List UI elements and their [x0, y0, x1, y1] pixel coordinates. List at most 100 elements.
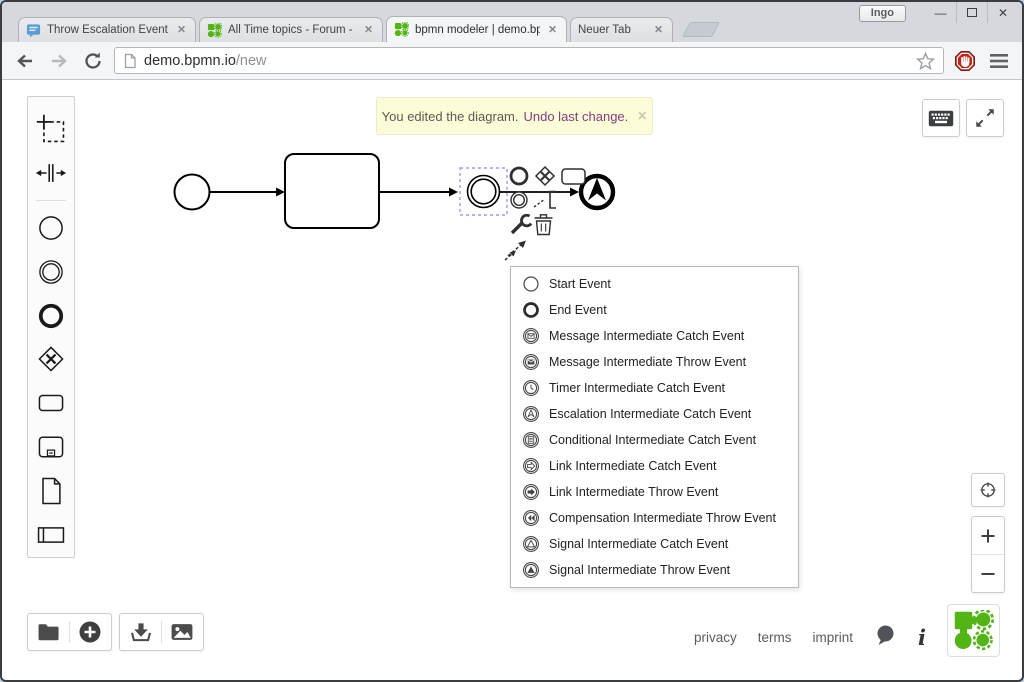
privacy-link[interactable]: privacy: [694, 629, 737, 645]
zoom-out-button[interactable]: [972, 555, 1004, 592]
bookmark-star-icon[interactable]: [916, 51, 935, 70]
refresh-button[interactable]: [80, 48, 106, 74]
selection-outline: [459, 167, 508, 216]
pad-append-end-event[interactable]: [509, 166, 529, 186]
stop-hand-icon: [955, 50, 975, 71]
tab-close-icon[interactable]: ✕: [364, 24, 373, 36]
download-bpmn-button[interactable]: [120, 614, 161, 650]
adblock-extension-button[interactable]: [952, 48, 978, 74]
hamburger-icon: [990, 53, 1008, 68]
pad-delete-trash-icon[interactable]: [534, 214, 553, 236]
pad-wrench-icon[interactable]: [510, 213, 533, 235]
export-image-button[interactable]: [162, 614, 203, 650]
menu-item-link-catch[interactable]: Link Intermediate Catch Event: [511, 453, 798, 479]
palette-separator: [36, 199, 66, 201]
feedback-bubble-icon: [877, 625, 894, 645]
pad-text-annotation[interactable]: [533, 190, 556, 209]
footer: privacy terms imprint i: [694, 620, 926, 654]
tab-close-icon[interactable]: ✕: [548, 23, 557, 36]
undo-link[interactable]: Undo last change.: [523, 108, 629, 124]
pad-connect-tool-icon[interactable]: [504, 240, 526, 261]
element-palette: [27, 96, 75, 558]
tab-title: bpmn modeler | demo.bp: [415, 23, 540, 36]
folder-icon: [38, 624, 59, 641]
menu-item-message-catch[interactable]: Message Intermediate Catch Event: [511, 323, 798, 349]
bpmn-icon: [394, 22, 409, 37]
maximize-button[interactable]: [956, 2, 987, 23]
browser-toolbar: demo.bpmn.io/new: [2, 42, 1022, 80]
space-tool[interactable]: [34, 156, 68, 190]
url-path: /new: [235, 52, 267, 69]
address-bar[interactable]: demo.bpmn.io/new: [114, 47, 944, 74]
create-end-event[interactable]: [34, 299, 68, 333]
message-throw-icon: [523, 354, 539, 370]
tab-close-icon[interactable]: ✕: [654, 24, 663, 36]
edit-notification: You edited the diagram. Undo last change…: [376, 97, 653, 135]
lasso-tool[interactable]: [34, 112, 68, 146]
menu-item-label: Signal Intermediate Catch Event: [549, 537, 729, 551]
create-intermediate-event[interactable]: [34, 255, 68, 289]
image-icon: [172, 624, 193, 640]
tab-title: All Time topics - Forum -: [228, 24, 353, 36]
zoom-in-button[interactable]: [972, 517, 1004, 554]
info-icon[interactable]: i: [918, 624, 927, 650]
menu-item-signal-throw[interactable]: Signal Intermediate Throw Event: [511, 557, 798, 583]
feedback-button[interactable]: [874, 624, 897, 651]
create-new-button[interactable]: [70, 614, 111, 650]
menu-item-message-throw[interactable]: Message Intermediate Throw Event: [511, 349, 798, 375]
reset-origin-button[interactable]: [971, 473, 1005, 507]
menu-item-signal-catch[interactable]: Signal Intermediate Catch Event: [511, 531, 798, 557]
create-task[interactable]: [34, 386, 68, 420]
bpmn-canvas[interactable]: You edited the diagram. Undo last change…: [2, 80, 1022, 679]
profile-button[interactable]: Ingo: [858, 5, 906, 22]
fullscreen-button[interactable]: [966, 99, 1004, 137]
back-button[interactable]: [12, 48, 38, 74]
tab-neuer-tab[interactable]: Neuer Tab ✕: [570, 17, 673, 42]
menu-item-end-event[interactable]: End Event: [511, 297, 798, 323]
open-folder-button[interactable]: [28, 614, 69, 650]
task-shape[interactable]: [284, 153, 380, 229]
tab-bpmn-modeler-active[interactable]: bpmn modeler | demo.bp ✕: [386, 16, 567, 42]
tab-forum[interactable]: All Time topics - Forum - ✕: [199, 17, 383, 42]
forward-button[interactable]: [46, 48, 72, 74]
chrome-menu-button[interactable]: [986, 48, 1012, 74]
end-event-escalation-shape[interactable]: [578, 173, 616, 211]
create-sub-process[interactable]: [34, 430, 68, 464]
create-exclusive-gateway[interactable]: [34, 343, 68, 377]
plus-icon: [981, 529, 995, 542]
sequence-flow-2[interactable]: [379, 187, 458, 197]
terms-link[interactable]: terms: [757, 629, 792, 645]
pad-append-intermediate-event[interactable]: [510, 191, 528, 209]
close-button[interactable]: ✕: [987, 2, 1018, 23]
menu-item-timer[interactable]: Timer Intermediate Catch Event: [511, 375, 798, 401]
selected-intermediate-event-shape[interactable]: [466, 174, 501, 209]
create-participant[interactable]: [34, 518, 68, 552]
menu-item-start-event[interactable]: Start Event: [511, 271, 798, 297]
menu-item-conditional[interactable]: Conditional Intermediate Catch Event: [511, 427, 798, 453]
sequence-flow-1[interactable]: [209, 187, 286, 197]
tab-throw-escalation[interactable]: Throw Escalation Event fro ✕: [18, 17, 196, 42]
pad-append-gateway[interactable]: [534, 165, 556, 187]
create-start-event[interactable]: [34, 211, 68, 245]
tab-close-icon[interactable]: ✕: [177, 24, 186, 36]
imprint-link[interactable]: imprint: [812, 629, 854, 645]
plus-circle-icon: [79, 621, 101, 643]
notification-close-icon[interactable]: ✕: [637, 109, 648, 123]
menu-item-compensation[interactable]: Compensation Intermediate Throw Event: [511, 505, 798, 531]
menu-item-label: Compensation Intermediate Throw Event: [549, 511, 776, 525]
url-host: demo.bpmn.io: [144, 52, 236, 69]
menu-item-escalation-catch[interactable]: Escalation Intermediate Catch Event: [511, 401, 798, 427]
browser-titlebar: Throw Escalation Event fro ✕ All Time to…: [2, 2, 1022, 42]
sequence-flow-3[interactable]: [500, 187, 579, 197]
page-icon: [124, 53, 136, 68]
start-event-shape[interactable]: [173, 173, 211, 211]
create-data-object[interactable]: [34, 474, 68, 508]
menu-item-link-throw[interactable]: Link Intermediate Throw Event: [511, 479, 798, 505]
pad-append-task[interactable]: [561, 168, 586, 185]
bpmn-io-logo[interactable]: [947, 604, 1000, 657]
new-tab-button[interactable]: [682, 22, 720, 37]
minimize-button[interactable]: —: [934, 5, 947, 20]
tab-title: Throw Escalation Event fro: [47, 24, 169, 36]
keyboard-shortcuts-button[interactable]: [922, 99, 960, 137]
back-icon: [17, 54, 32, 67]
